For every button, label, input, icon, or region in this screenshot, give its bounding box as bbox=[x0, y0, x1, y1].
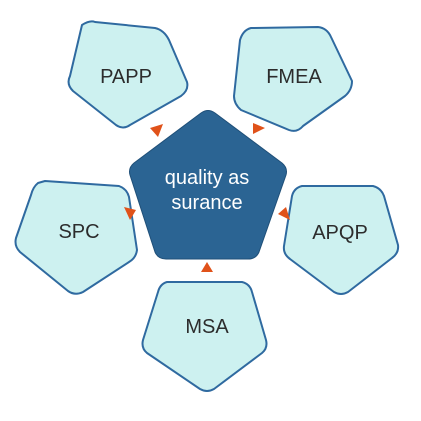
pentagon-center bbox=[129, 110, 287, 260]
arrow-spc-to-center bbox=[124, 207, 136, 220]
center-label-line-2: surance bbox=[171, 192, 242, 214]
center-label-line-1: quality as bbox=[165, 167, 250, 189]
pentagon-apqp bbox=[282, 185, 400, 295]
node-papp-label: PAPP bbox=[100, 66, 152, 88]
center-node: quality as surance bbox=[129, 110, 287, 260]
pentagon-fmea bbox=[233, 26, 353, 132]
node-spc-label: SPC bbox=[58, 221, 99, 243]
node-fmea: FMEA bbox=[233, 26, 353, 132]
pentagon-papp bbox=[67, 20, 189, 129]
node-msa: MSA bbox=[141, 281, 268, 392]
node-papp: PAPP bbox=[67, 20, 189, 129]
pentagon-msa bbox=[141, 281, 268, 392]
node-spc: SPC bbox=[14, 180, 138, 295]
pentagon-spc bbox=[14, 180, 138, 295]
node-apqp-label: APQP bbox=[312, 222, 368, 244]
node-apqp: APQP bbox=[282, 185, 400, 295]
node-fmea-label: FMEA bbox=[266, 66, 322, 88]
arrow-fmea-to-center bbox=[253, 123, 265, 134]
node-msa-label: MSA bbox=[185, 316, 229, 338]
arrow-apqp-to-center bbox=[278, 207, 290, 220]
arrow-papp-to-center bbox=[150, 124, 163, 137]
arrow-msa-to-center bbox=[201, 262, 213, 272]
